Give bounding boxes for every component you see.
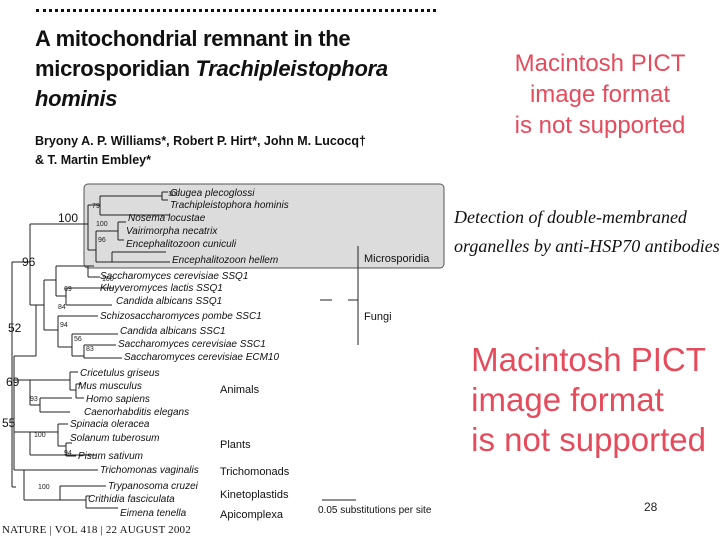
- taxon-label: Candida albicans SSC1: [120, 326, 226, 337]
- taxon-label: Trypanosoma cruzei: [108, 481, 199, 492]
- pict-top-line-2: image format: [529, 81, 671, 108]
- slide-page-number: 28: [644, 500, 658, 514]
- taxon-label: Caenorhabditis elegans: [84, 407, 189, 418]
- dotted-rule: [36, 9, 436, 12]
- taxon-label: Homo sapiens: [86, 394, 150, 405]
- group-label-plants: Plants: [220, 439, 251, 451]
- pict-top-line-3: is not supported: [514, 112, 686, 139]
- tree-branches: [11, 191, 359, 509]
- taxon-label: Vairimorpha necatrix: [126, 226, 218, 237]
- group-label-trichomonads: Trichomonads: [220, 466, 290, 478]
- taxon-label: Cricetulus griseus: [80, 368, 159, 379]
- author-list: Bryony A. P. Williams*, Robert P. Hirt*,…: [35, 132, 435, 170]
- bootstrap-value: 93: [30, 396, 38, 403]
- pict-bottom-line-1: Macintosh PICT: [471, 341, 706, 378]
- group-label-animals: Animals: [220, 384, 260, 396]
- bootstrap-value-major: 100: [58, 211, 78, 225]
- taxon-label: Saccharomyces cerevisiae SSQ1: [100, 271, 248, 282]
- taxon-label: Encephalitozoon cuniculi: [126, 239, 237, 250]
- title-line-2-plain: microsporidian: [35, 56, 196, 81]
- taxon-label: Encephalitozoon hellem: [172, 255, 278, 266]
- pict-top-line-1: Macintosh PICT: [514, 50, 686, 77]
- title-line-3-species: hominis: [35, 86, 118, 111]
- taxon-label: Kluyveromyces lactis SSQ1: [100, 283, 223, 294]
- bootstrap-value-major: 69: [6, 375, 20, 389]
- authors-line-1: Bryony A. P. Williams*, Robert P. Hirt*,…: [35, 134, 366, 148]
- bootstrap-value: 69: [64, 286, 72, 293]
- taxon-label: Candida albicans SSQ1: [116, 296, 222, 307]
- bootstrap-value: 94: [60, 322, 68, 329]
- taxon-label: Trachipleistophora hominis: [170, 200, 289, 211]
- pict-bottom-line-2: image format: [471, 381, 664, 418]
- bootstrap-value-major: 52: [8, 321, 22, 335]
- bootstrap-value-major: 96: [22, 255, 36, 269]
- microsporidia-box: [83, 183, 445, 269]
- detection-caption: Detection of double-membraned organelles…: [454, 207, 720, 256]
- journal-citation: NATURE | VOL 418 | 22 AUGUST 2002: [2, 524, 191, 536]
- pict-placeholder-bottom: Macintosh PICT image format is not suppo…: [440, 340, 720, 465]
- bootstrap-value: 100: [38, 484, 50, 491]
- taxon-label: Saccharomyces cerevisiae ECM10: [124, 352, 279, 363]
- taxon-label: Glugea plecoglossi: [170, 188, 255, 199]
- taxon-label: Crithidia fasciculata: [88, 494, 175, 505]
- taxon-label: Trichomonas vaginalis: [100, 465, 199, 476]
- taxon-label: Saccharomyces cerevisiae SSC1: [118, 339, 266, 350]
- title-line-1: A mitochondrial remnant in the: [35, 26, 351, 51]
- article-title: A mitochondrial remnant in the microspor…: [35, 24, 455, 114]
- title-line-2-species: Trachipleistophora: [195, 56, 389, 81]
- bootstrap-value: 83: [86, 346, 94, 353]
- pict-placeholder-top: Macintosh PICT image format is not suppo…: [480, 48, 720, 141]
- bootstrap-value: 79: [92, 203, 100, 210]
- group-label-kinetoplastids: Kinetoplastids: [220, 489, 289, 501]
- taxon-label: Schizosaccharomyces pombe SSC1: [100, 311, 262, 322]
- group-label-fungi: Fungi: [364, 311, 392, 323]
- pict-bottom-line-3: is not supported: [471, 421, 706, 458]
- group-label-microsporidia: Microsporidia: [364, 253, 430, 265]
- bootstrap-value: 96: [98, 237, 106, 244]
- bootstrap-value: 100: [96, 221, 108, 228]
- bootstrap-value: 56: [74, 336, 82, 343]
- bootstrap-value: 100: [102, 276, 114, 283]
- scale-bar-label: 0.05 substitutions per site: [318, 505, 432, 516]
- taxon-label: Spinacia oleracea: [70, 419, 150, 430]
- taxon-label: Solanum tuberosum: [70, 433, 160, 444]
- group-label-apicomplexa: Apicomplexa: [220, 509, 284, 521]
- bootstrap-value: 100: [34, 432, 46, 439]
- bootstrap-value: 100: [168, 191, 180, 198]
- authors-line-2: & T. Martin Embley*: [35, 153, 151, 167]
- bootstrap-value: 84: [58, 304, 66, 311]
- taxon-label: Nosema locustae: [128, 213, 206, 224]
- taxon-label: Mus musculus: [78, 381, 142, 392]
- taxon-label: Eimena tenella: [120, 508, 187, 519]
- bootstrap-value-major: 55: [2, 416, 16, 430]
- bootstrap-value: 94: [64, 450, 72, 457]
- taxon-label: Pisum sativum: [78, 451, 143, 462]
